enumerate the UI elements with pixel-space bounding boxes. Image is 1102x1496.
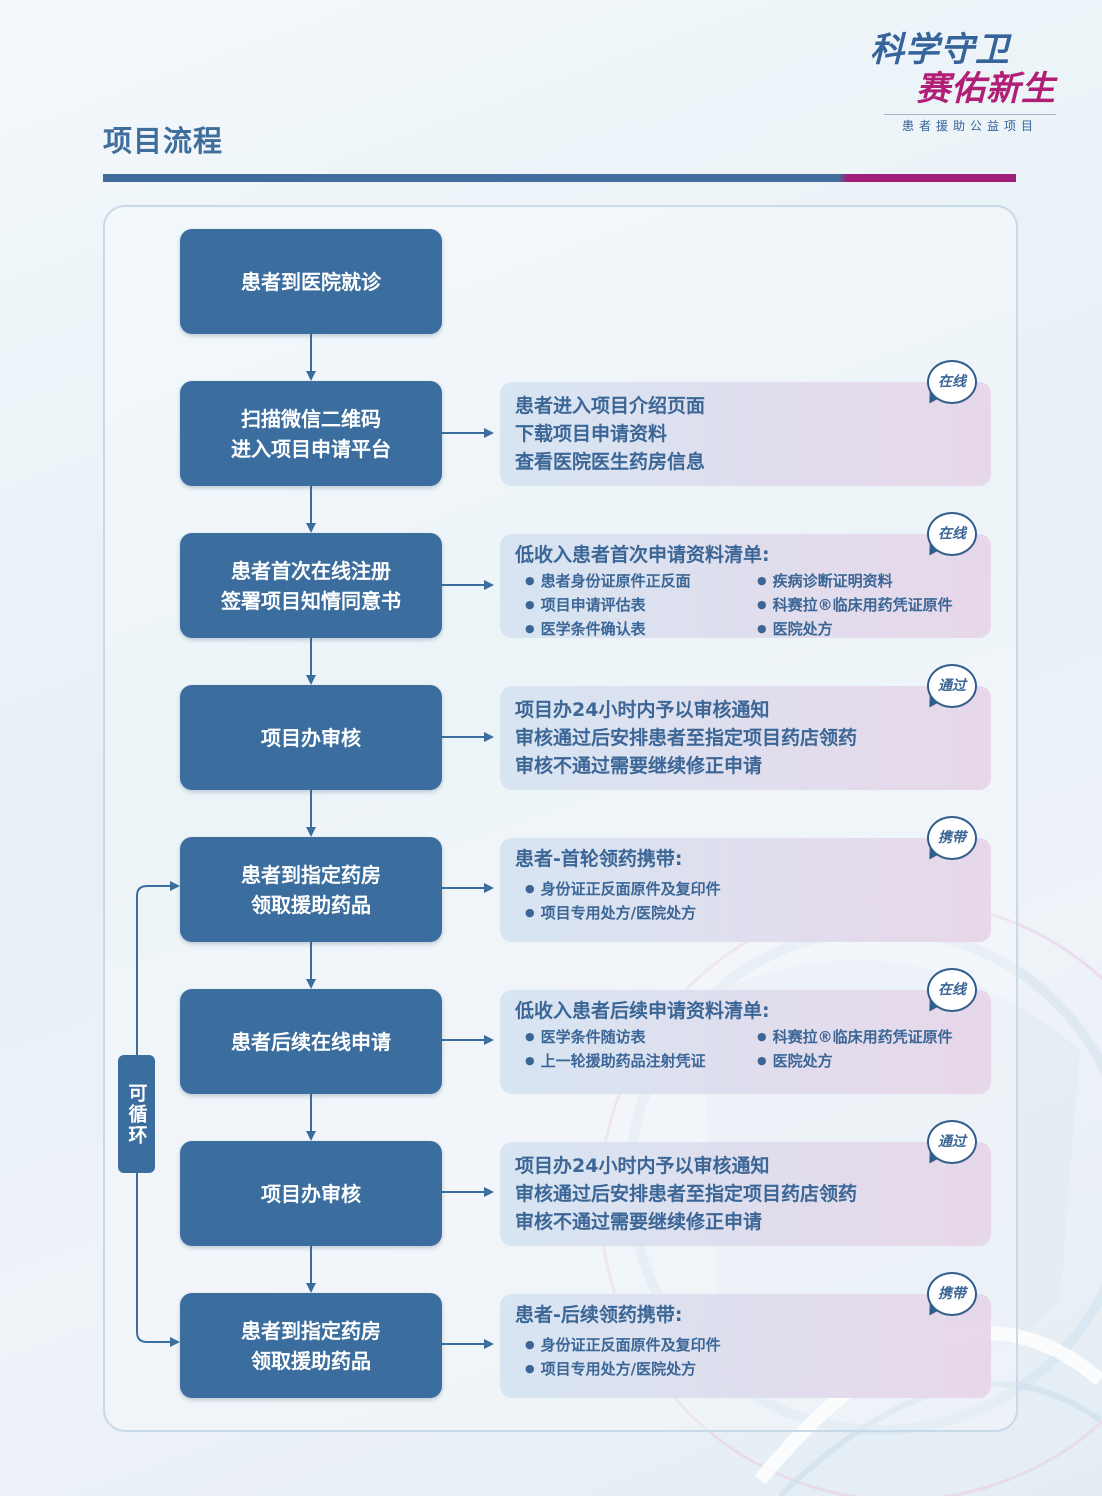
info-box: 低收入患者后续申请资料清单: 医学条件随访表 科赛拉®临床用药凭证原件 上一轮援…: [500, 968, 991, 1094]
step-text: 项目办审核: [261, 725, 361, 750]
info-heading: 低收入患者后续申请资料清单:: [515, 1000, 770, 1022]
info-line: 审核通过后安排患者至指定项目药店领药: [515, 1183, 858, 1205]
step-text: 患者首次在线注册: [231, 558, 391, 583]
step-text: 进入项目申请平台: [231, 436, 391, 461]
info-items: 身份证正反面原件及复印件 项目专用处方/医院处方: [515, 1334, 977, 1382]
badge-text: 在线: [938, 374, 966, 390]
info-line: 患者进入项目介绍页面: [515, 395, 706, 417]
step-text: 患者到医院就诊: [241, 269, 381, 294]
step-box: 患者到指定药房 领取援助药品: [180, 837, 442, 942]
brand-logo: 科学守卫 赛佑新生 患者援助公益项目: [826, 30, 1056, 133]
step-box: 扫描微信二维码 进入项目申请平台: [180, 381, 442, 486]
brand-line2: 赛佑新生: [916, 69, 1056, 109]
info-item: 医院处方: [757, 1050, 989, 1074]
step-box: 患者首次在线注册 签署项目知情同意书: [180, 533, 442, 638]
info-item: 医学条件确认表: [525, 618, 757, 642]
badge-text: 在线: [938, 526, 966, 542]
info-heading: 患者-首轮领药携带:: [515, 848, 683, 870]
info-heading: 患者-后续领药携带:: [515, 1304, 683, 1326]
info-items: 患者身份证原件正反面 疾病诊断证明资料 项目申请评估表 科赛拉®临床用药凭证原件…: [515, 570, 977, 642]
info-item: 医学条件随访表: [525, 1026, 757, 1050]
badge-text: 在线: [938, 982, 966, 998]
badge-text: 携带: [938, 830, 966, 846]
info-item: 项目申请评估表: [525, 594, 757, 618]
info-item: 项目专用处方/医院处方: [525, 902, 985, 926]
badge-text: 通过: [938, 1134, 966, 1150]
step-text: 患者后续在线申请: [231, 1029, 391, 1054]
badge-text: 通过: [938, 678, 966, 694]
loop-label: 可循环: [118, 1055, 155, 1173]
info-item: 患者身份证原件正反面: [525, 570, 757, 594]
online-badge-icon: 在线: [922, 968, 979, 1015]
step-box: 患者到指定药房 领取援助药品: [180, 1293, 442, 1398]
step-box: 患者到医院就诊: [180, 229, 442, 334]
info-item: 医院处方: [757, 618, 989, 642]
info-item: 身份证正反面原件及复印件: [525, 1334, 985, 1358]
info-box: 患者-后续领药携带: 身份证正反面原件及复印件 项目专用处方/医院处方 携带: [500, 1272, 991, 1398]
step-text: 签署项目知情同意书: [221, 588, 401, 613]
step-text: 患者到指定药房: [241, 862, 381, 887]
carry-badge-icon: 携带: [922, 816, 979, 863]
info-heading: 低收入患者首次申请资料清单:: [515, 544, 770, 566]
info-box: 患者进入项目介绍页面 下载项目申请资料 查看医院医生药房信息 在线: [500, 360, 991, 486]
info-box: 低收入患者首次申请资料清单: 患者身份证原件正反面 疾病诊断证明资料 项目申请评…: [500, 512, 991, 638]
info-line: 项目办24小时内予以审核通知: [515, 699, 770, 721]
step-box: 项目办审核: [180, 685, 442, 790]
info-line: 审核不通过需要继续修正申请: [515, 1211, 763, 1233]
approved-badge-icon: 通过: [922, 664, 979, 711]
info-item: 科赛拉®临床用药凭证原件: [757, 594, 989, 618]
info-box: 患者-首轮领药携带: 身份证正反面原件及复印件 项目专用处方/医院处方 携带: [500, 816, 991, 942]
step-text: 项目办审核: [261, 1181, 361, 1206]
brand-subtitle: 患者援助公益项目: [884, 114, 1056, 134]
info-items: 医学条件随访表 科赛拉®临床用药凭证原件 上一轮援助药品注射凭证 医院处方: [515, 1026, 977, 1074]
info-box: 项目办24小时内予以审核通知 审核通过后安排患者至指定项目药店领药 审核不通过需…: [500, 664, 991, 790]
step-text: 患者到指定药房: [241, 1318, 381, 1343]
info-item: 身份证正反面原件及复印件: [525, 878, 985, 902]
info-line: 下载项目申请资料: [515, 423, 668, 445]
badge-text: 携带: [938, 1286, 966, 1302]
info-item: 疾病诊断证明资料: [757, 570, 989, 594]
carry-badge-icon: 携带: [922, 1272, 979, 1319]
page-title: 项目流程: [103, 124, 224, 158]
online-badge-icon: 在线: [922, 512, 979, 559]
online-badge-icon: 在线: [922, 360, 979, 407]
brand-line1: 科学守卫: [870, 30, 1010, 70]
info-item: 科赛拉®临床用药凭证原件: [757, 1026, 989, 1050]
approved-badge-icon: 通过: [922, 1120, 979, 1167]
info-items: 身份证正反面原件及复印件 项目专用处方/医院处方: [515, 878, 977, 926]
info-line: 审核通过后安排患者至指定项目药店领药: [515, 727, 858, 749]
info-item: 上一轮援助药品注射凭证: [525, 1050, 757, 1074]
title-divider: [103, 174, 1016, 182]
step-text: 领取援助药品: [251, 892, 371, 917]
step-box: 患者后续在线申请: [180, 989, 442, 1094]
info-line: 项目办24小时内予以审核通知: [515, 1155, 770, 1177]
step-box: 项目办审核: [180, 1141, 442, 1246]
info-box: 项目办24小时内予以审核通知 审核通过后安排患者至指定项目药店领药 审核不通过需…: [500, 1120, 991, 1246]
info-line: 审核不通过需要继续修正申请: [515, 755, 763, 777]
info-line: 查看医院医生药房信息: [515, 451, 706, 473]
step-text: 领取援助药品: [251, 1348, 371, 1373]
info-item: 项目专用处方/医院处方: [525, 1358, 985, 1382]
step-text: 扫描微信二维码: [241, 406, 381, 431]
